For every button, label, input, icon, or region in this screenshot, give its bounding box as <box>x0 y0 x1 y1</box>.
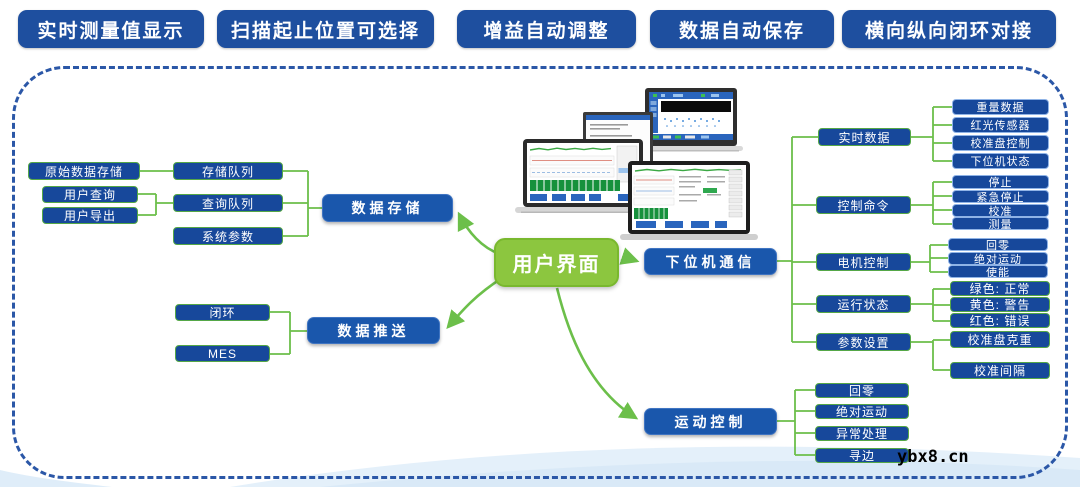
node-mes: MES <box>175 345 270 362</box>
node-weight-data: 重量数据 <box>952 99 1049 115</box>
node-user-export: 用户导出 <box>42 207 138 224</box>
node-motion-control: 运动控制 <box>644 408 777 435</box>
node-lower-comm: 下位机通信 <box>644 248 777 275</box>
laptop-front-right <box>620 161 758 240</box>
node-edge-finding: 寻边 <box>815 448 909 463</box>
node-user-interface: 用户界面 <box>494 238 619 287</box>
node-lower-machine-status: 下位机状态 <box>952 153 1049 169</box>
node-raw-data-storage: 原始数据存储 <box>28 162 140 180</box>
banner-closed-loop-dock: 横向纵向闭环对接 <box>842 10 1056 48</box>
node-calib-disk-control: 校准盘控制 <box>952 135 1049 151</box>
node-data-storage: 数据存储 <box>322 194 453 222</box>
node-calib-disk-weight: 校准盘克重 <box>950 331 1050 348</box>
watermark: ybx8.cn <box>897 447 969 467</box>
node-system-params: 系统参数 <box>173 227 283 245</box>
node-closed-loop: 闭环 <box>175 304 270 321</box>
node-data-push: 数据推送 <box>307 317 440 344</box>
node-calibrate: 校准 <box>952 204 1049 217</box>
node-control-command: 控制命令 <box>816 196 911 214</box>
node-motor-abs-motion: 绝对运动 <box>948 252 1048 265</box>
node-realtime-data: 实时数据 <box>818 128 911 146</box>
node-status-green-normal: 绿色: 正常 <box>950 281 1050 296</box>
node-storage-queue: 存储队列 <box>173 162 283 180</box>
node-motor-control: 电机控制 <box>816 253 911 271</box>
node-motion-abs-motion: 绝对运动 <box>815 404 909 419</box>
banner-auto-save: 数据自动保存 <box>650 10 834 48</box>
node-param-setting: 参数设置 <box>816 333 911 351</box>
node-exception-handling: 异常处理 <box>815 426 909 441</box>
node-red-light-sensor: 红光传感器 <box>952 117 1049 133</box>
node-query-queue: 查询队列 <box>173 194 283 212</box>
banner-gain-auto: 增益自动调整 <box>457 10 636 48</box>
laptop-front-left <box>515 139 655 213</box>
laptop-back-right <box>639 88 743 152</box>
node-status-red-error: 红色: 错误 <box>950 313 1050 328</box>
dashed-border-frame <box>12 66 1068 479</box>
node-stop: 停止 <box>952 175 1049 189</box>
node-motion-home: 回零 <box>815 383 909 398</box>
node-motor-enable: 使能 <box>948 265 1048 278</box>
node-calib-interval: 校准间隔 <box>950 362 1050 379</box>
node-emergency-stop: 紧急停止 <box>952 190 1049 203</box>
banner-realtime-display: 实时测量值显示 <box>18 10 204 48</box>
node-motor-home: 回零 <box>948 238 1048 251</box>
node-status-yellow-warning: 黄色: 警告 <box>950 297 1050 312</box>
node-running-status: 运行状态 <box>816 295 911 313</box>
node-user-query: 用户查询 <box>42 186 138 203</box>
software-screenshots <box>515 88 758 240</box>
node-measure: 测量 <box>952 217 1049 230</box>
banner-scan-range: 扫描起止位置可选择 <box>217 10 434 48</box>
